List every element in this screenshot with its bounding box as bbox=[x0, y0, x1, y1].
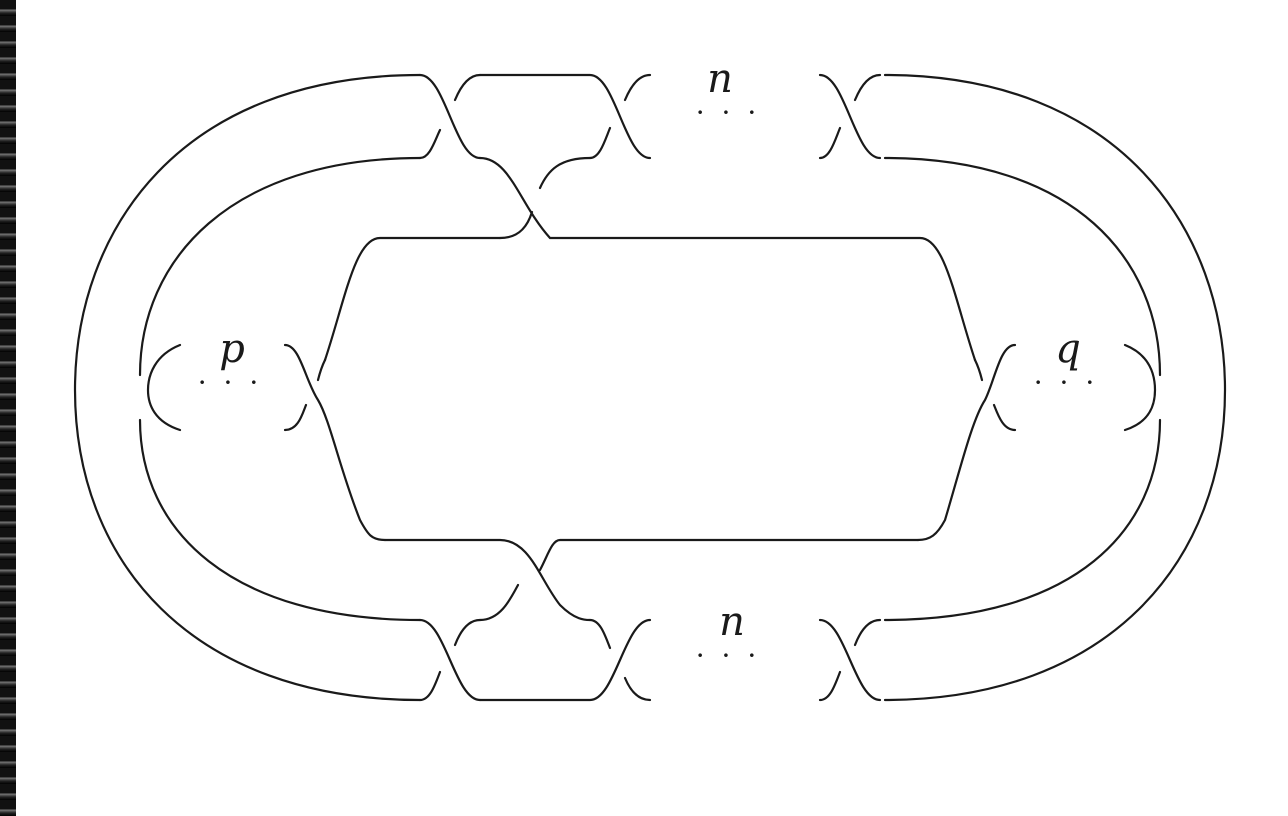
left-ellipsis: · · · bbox=[198, 366, 263, 399]
bottom-crossing-2 bbox=[478, 618, 652, 702]
inner-rect-left-top bbox=[323, 236, 502, 362]
bottom-ellipsis: · · · bbox=[696, 639, 761, 672]
right-twist-label: q bbox=[1055, 326, 1081, 372]
top-crossing-2 bbox=[478, 73, 652, 160]
bottom-crossing-3 bbox=[818, 618, 882, 702]
bottom-crossing-1 bbox=[418, 618, 482, 702]
inner-right-arc bbox=[883, 156, 1162, 622]
top-inner-crossing bbox=[478, 156, 977, 362]
left-border-strip bbox=[0, 0, 16, 816]
right-cap-right bbox=[1123, 343, 1157, 432]
right-ellipsis: · · · bbox=[1034, 366, 1099, 399]
left-twist-label: p bbox=[219, 326, 245, 372]
top-ellipsis: · · · bbox=[696, 96, 761, 129]
top-twist-label: n bbox=[707, 56, 733, 102]
right-crossing bbox=[916, 343, 1017, 542]
outer-left-arc bbox=[73, 73, 422, 702]
left-cap-left bbox=[146, 343, 182, 432]
outer-right-arc bbox=[883, 73, 1227, 702]
bottom-twist-label: n bbox=[719, 599, 745, 645]
inner-left-arc bbox=[138, 156, 422, 622]
top-crossing-3 bbox=[818, 73, 882, 160]
bottom-inner-link bbox=[478, 583, 520, 622]
left-crossing bbox=[283, 343, 387, 542]
top-crossing-1 bbox=[418, 73, 482, 160]
inner-rect-bottom bbox=[383, 538, 920, 622]
